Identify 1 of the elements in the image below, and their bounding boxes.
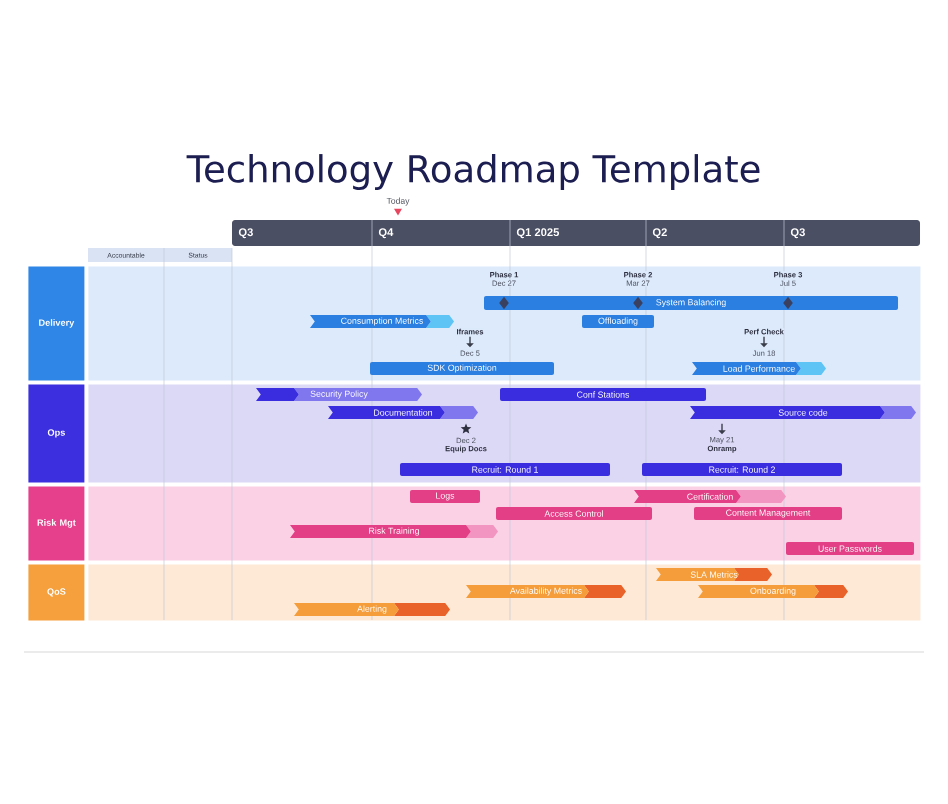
title: Technology Roadmap Template	[186, 154, 760, 190]
